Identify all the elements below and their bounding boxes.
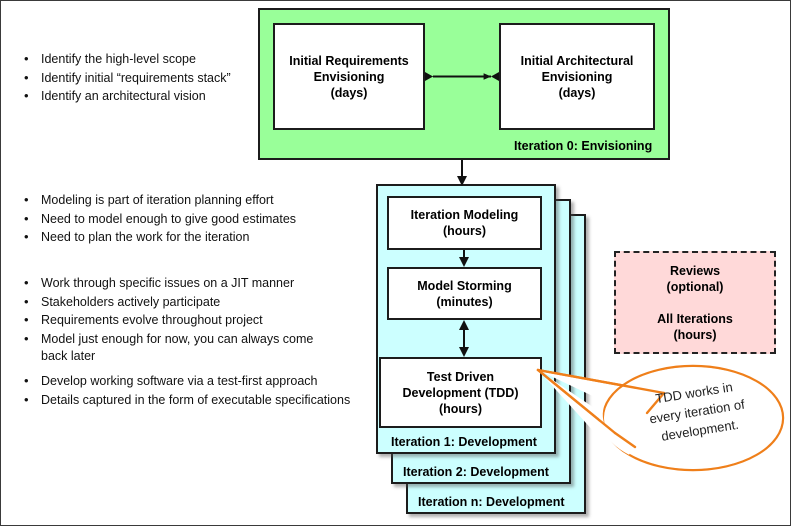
list-item: Stakeholders actively participate xyxy=(24,293,345,312)
node-model-storming: Model Storming (minutes) xyxy=(387,267,542,320)
callout-label: TDD works in every iteration of developm… xyxy=(648,379,746,444)
iteration-modeling-bullets: Modeling is part of iteration planning e… xyxy=(15,191,345,248)
arrow-envisioning-to-iteration xyxy=(457,160,467,186)
phase-label-iteration-1: Iteration 1: Development xyxy=(391,435,537,449)
list-item: Modeling is part of iteration planning e… xyxy=(24,191,345,210)
phase-label-iteration-n: Iteration n: Development xyxy=(418,495,565,509)
list-item: Develop working software via a test-firs… xyxy=(24,372,375,391)
tdd-bullets: Develop working software via a test-firs… xyxy=(15,372,375,410)
node-initial-architectural-envisioning: Initial Architectural Envisioning (days) xyxy=(499,23,655,130)
node-initial-requirements-envisioning: Initial Requirements Envisioning (days) xyxy=(273,23,425,130)
reviews-box: Reviews (optional) All Iterations (hours… xyxy=(614,251,776,354)
list-item: Model just enough for now, you can alway… xyxy=(24,330,345,366)
list-item: Work through specific issues on a JIT ma… xyxy=(24,274,345,293)
list-item: Identify an architectural vision xyxy=(24,87,260,106)
node-test-driven-development: Test Driven Development (TDD) (hours) xyxy=(379,357,542,428)
model-storming-bullets: Work through specific issues on a JIT ma… xyxy=(15,274,345,367)
list-item: Need to plan the work for the iteration xyxy=(24,228,345,247)
list-item: Identify initial “requirements stack” xyxy=(24,69,260,88)
node-iteration-modeling: Iteration Modeling (hours) xyxy=(387,196,542,250)
list-item: Details captured in the form of executab… xyxy=(24,391,375,410)
list-item: Requirements evolve throughout project xyxy=(24,311,345,330)
phase-label-iteration-2: Iteration 2: Development xyxy=(403,465,549,479)
list-item: Identify the high-level scope xyxy=(24,50,260,69)
list-item: Need to model enough to give good estima… xyxy=(24,210,345,229)
envisioning-bullets: Identify the high-level scope Identify i… xyxy=(15,50,260,107)
phase-label-iteration-0: Iteration 0: Envisioning xyxy=(514,139,653,153)
